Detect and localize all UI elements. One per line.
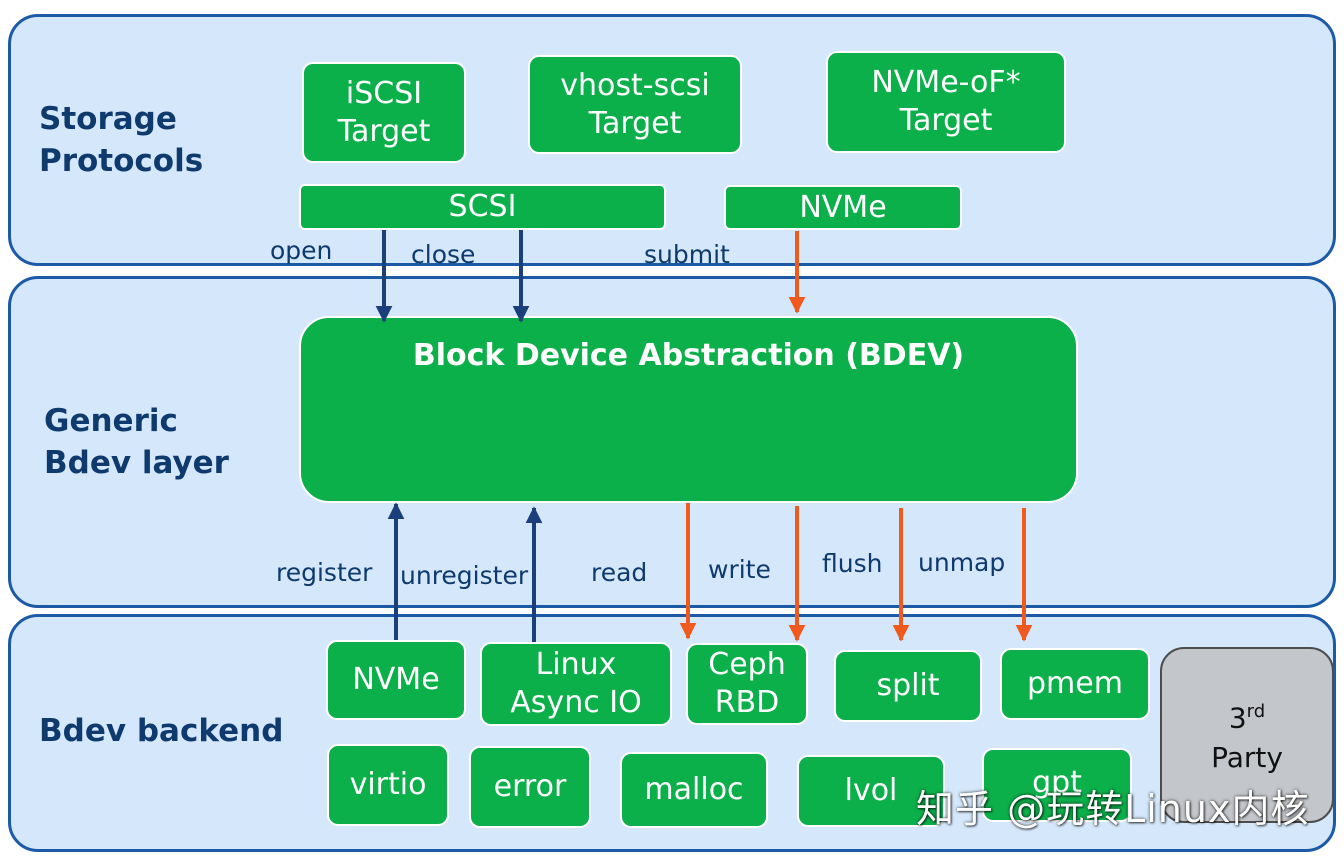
flush-arrow-label: flush bbox=[822, 549, 883, 578]
close-arrow-label: close bbox=[411, 240, 476, 269]
third-party-box: 3rd Party bbox=[1160, 647, 1334, 823]
iscsi-target-box: iSCSI Target bbox=[302, 62, 466, 163]
nvme-bar: NVMe bbox=[724, 185, 962, 230]
backend-ceph-rbd-box: Ceph RBD bbox=[686, 643, 808, 725]
third-party-word: Party bbox=[1211, 741, 1283, 775]
read-arrow-label: read bbox=[591, 558, 648, 587]
nvme-of-target-box: NVMe-oF* Target bbox=[826, 51, 1066, 153]
unmap-arrow-label: unmap bbox=[918, 548, 1006, 577]
backend-gpt-box: gpt bbox=[982, 748, 1132, 822]
third-party-digit: 3 bbox=[1228, 701, 1247, 735]
submit-arrow-label: submit bbox=[644, 240, 730, 269]
generic-bdev-layer-label: Generic Bdev layer bbox=[44, 403, 229, 481]
backend-pmem-box: pmem bbox=[1000, 648, 1150, 720]
vhost-scsi-target-box: vhost-scsi Target bbox=[528, 55, 742, 154]
bdev-abstraction-box: Block Device Abstraction (BDEV) bbox=[299, 316, 1078, 503]
backend-split-box: split bbox=[834, 650, 982, 722]
unregister-arrow-label: unregister bbox=[400, 561, 529, 590]
bdev-abstraction-title: Block Device Abstraction (BDEV) bbox=[412, 338, 965, 373]
open-arrow-label: open bbox=[270, 236, 333, 265]
third-party-number: 3rd bbox=[1229, 692, 1265, 738]
scsi-bar: SCSI bbox=[299, 184, 666, 230]
third-party-ordinal: rd bbox=[1246, 700, 1266, 722]
write-arrow-label: write bbox=[708, 555, 771, 584]
backend-virtio-box: virtio bbox=[327, 744, 449, 826]
backend-lvol-box: lvol bbox=[797, 755, 945, 827]
bdev-backend-label: Bdev backend bbox=[39, 713, 284, 749]
backend-nvme-box: NVMe bbox=[326, 640, 466, 720]
backend-linux-aio-box: Linux Async IO bbox=[480, 642, 672, 726]
zhihu-watermark: 知乎 @玩转Linux内核 bbox=[916, 787, 1310, 831]
backend-error-box: error bbox=[469, 746, 591, 828]
backend-malloc-box: malloc bbox=[620, 752, 768, 828]
register-arrow-label: register bbox=[276, 558, 373, 587]
storage-protocols-label: Storage Protocols bbox=[39, 101, 204, 179]
